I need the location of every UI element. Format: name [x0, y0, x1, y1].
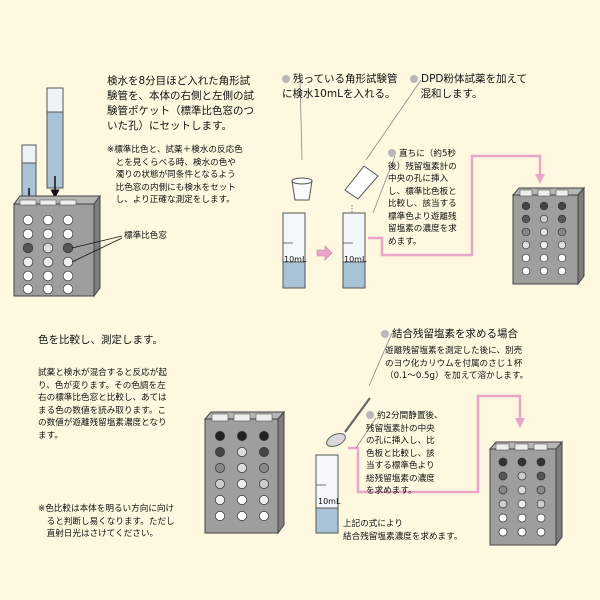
- comparator-3: [203, 410, 286, 535]
- tube-label-2: 10mL: [344, 255, 367, 264]
- spoon: [326, 397, 371, 448]
- step2-remaining-tube: 残っている角形試験管 に検水10mLを入れる。: [282, 72, 422, 102]
- test-tube-10ml-c: [315, 454, 339, 534]
- comparator-1: [13, 87, 123, 298]
- tube-label-1: 10mL: [284, 255, 307, 264]
- tube-label-3: 10mL: [318, 497, 341, 506]
- comparator-2: [511, 186, 586, 286]
- step2-add-powder: DPD粉体試薬を加えて 混和します。: [410, 72, 580, 102]
- reagent-packet: [344, 165, 379, 212]
- test-tube-right: [46, 87, 64, 199]
- step4-formula: 上記の式により 結合残留塩素濃度を求めます。: [343, 519, 463, 542]
- step3-body: 試薬と検水が混合すると反応が起 り、色が変ります。その色調を左 右の標準比色窓と…: [38, 368, 167, 441]
- step2-immediately: 直ちに（約5秒 後）残留塩素計の 中央の孔に挿入 し、標準比色板と 比較し、該当…: [388, 148, 480, 248]
- step4-title: 結合残留塩素を求める場合: [381, 327, 581, 342]
- step3-title: 色を比較し、測定します。: [38, 334, 163, 346]
- pink-arrow-small: [316, 245, 333, 261]
- test-tube-left: [21, 144, 37, 207]
- step1-note: ※標準比色と、試薬＋検水の反応色 とを見くらべる時、検水の色や 濁りの状態が同条…: [107, 145, 243, 205]
- step4-wait: 約2分間静置後、 残留塩素計の中央 の孔に挿入し、比 色板と比較し、該 当する標…: [366, 410, 466, 498]
- test-tube-10ml-a: [282, 212, 306, 289]
- step1-instruction: 検水を8分目ほど入れた角形試 験管を、本体の右側と左側の試 験管ポケット（標準比…: [107, 75, 254, 132]
- beaker-pour: [291, 177, 313, 201]
- test-tube-10ml-b: [342, 212, 366, 289]
- step3-note: ※色比較は本体を明るい方向に向け ると判断し易くなります。ただし 直射日光はさけ…: [38, 504, 175, 539]
- window-label: 標準比色窓: [124, 231, 167, 241]
- comparator-4: [488, 440, 564, 547]
- step4-body: 遊離残留塩素を測定した後に、別売 のヨウ化カリウムを付属のさじ１杯 （0.1～0…: [385, 346, 529, 381]
